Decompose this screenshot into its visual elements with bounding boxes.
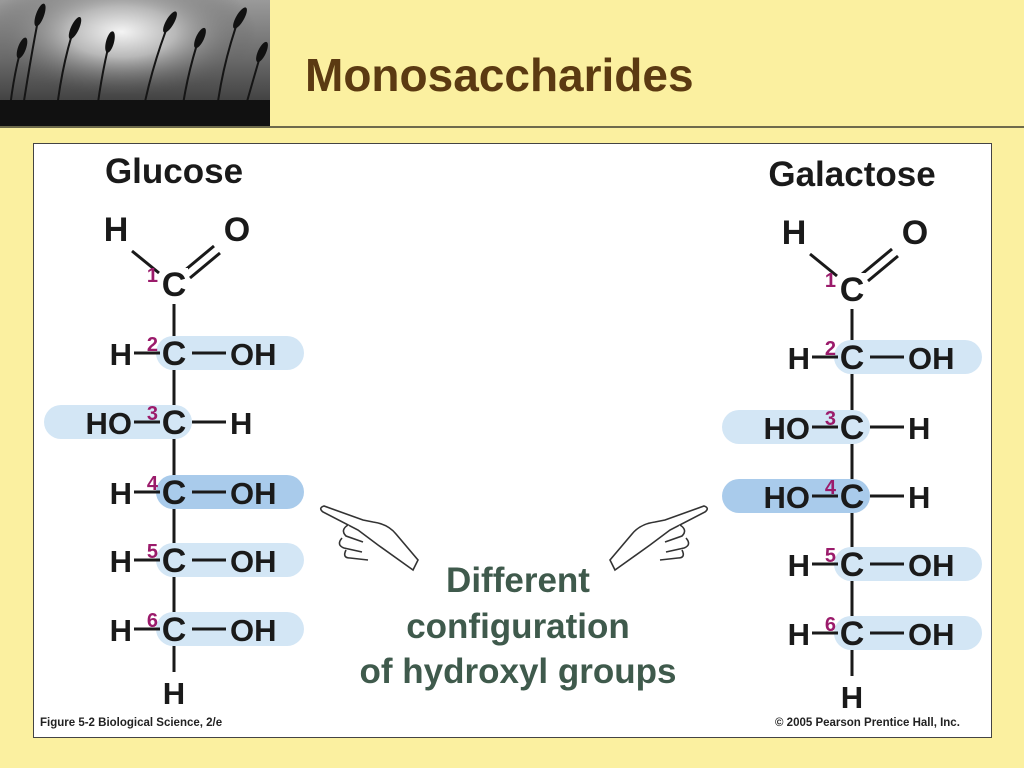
- glucose-name-label: Glucose: [105, 152, 243, 191]
- right-pointing-hand-icon: [609, 505, 709, 572]
- galactose-carbon-number-5: 5: [825, 545, 836, 567]
- galactose-c6-left-group: H: [788, 617, 810, 652]
- galactose-carbon-number-3: 3: [825, 408, 836, 430]
- figure-caption: Figure 5-2 Biological Science, 2/e: [40, 717, 223, 729]
- galactose-c3-right-group: H: [908, 411, 930, 446]
- galactose-highlight-c3: [722, 410, 870, 444]
- glucose-carbon-number-1: 1: [147, 265, 158, 287]
- glucose-carbon-2: C: [162, 335, 187, 373]
- galactose-highlight-c2: [834, 340, 982, 374]
- header-divider: [0, 126, 1024, 128]
- galactose-carbon-number-6: 6: [825, 614, 836, 636]
- glucose-c3-left-group: HO: [86, 406, 133, 441]
- glucose-c2-right-group: OH: [230, 337, 277, 372]
- glucose-highlight-c5: [156, 543, 304, 577]
- galactose-bond-h-c1: [809, 252, 838, 278]
- glucose-carbon-4: C: [162, 474, 187, 512]
- left-pointing-hand-icon: [319, 505, 419, 572]
- glucose-c5-left-group: H: [110, 544, 132, 579]
- galactose-aldehyde-h: H: [782, 214, 807, 252]
- slide-title: Monosaccharides: [305, 49, 694, 101]
- glucose-c4-right-group: OH: [230, 476, 277, 511]
- galactose-highlight-c5: [834, 547, 982, 581]
- glucose-carbon-number-4: 4: [147, 473, 159, 495]
- glucose-bond-h-c1: [131, 249, 160, 275]
- note-line-1: Different: [446, 561, 590, 600]
- galactose-c3-left-group: HO: [764, 411, 811, 446]
- glucose-carbon-number-2: 2: [147, 334, 158, 356]
- glucose-carbon-number-5: 5: [147, 541, 158, 563]
- glucose-aldehyde-h: H: [104, 211, 129, 249]
- galactose-name-label: Galactose: [768, 155, 935, 194]
- galactose-carbon-6: C: [840, 615, 865, 653]
- glucose-c5-right-group: OH: [230, 544, 277, 579]
- galactose-carbon-number-2: 2: [825, 338, 836, 360]
- note-line-3: of hydroxyl groups: [360, 652, 677, 691]
- glucose-aldehyde-o: O: [224, 211, 250, 249]
- galactose-c5-right-group: OH: [908, 548, 955, 583]
- galactose-carbon-4: C: [840, 478, 865, 516]
- galactose-highlight-c6: [834, 616, 982, 650]
- glucose-highlight-c3: [44, 405, 192, 439]
- galactose-carbon-5: C: [840, 546, 865, 584]
- galactose-carbon-number-1: 1: [825, 270, 836, 292]
- galactose-carbon-number-4: 4: [825, 477, 837, 499]
- glucose-c2-left-group: H: [110, 337, 132, 372]
- glucose-bond-double-a: [183, 244, 215, 273]
- glucose-c3-right-group: H: [230, 406, 252, 441]
- galactose-carbon-3: C: [840, 409, 865, 447]
- galactose-aldehyde-o: O: [902, 214, 928, 252]
- glucose-carbon-5: C: [162, 542, 187, 580]
- glucose-highlight-c2: [156, 336, 304, 370]
- glucose-c1-mask: [160, 268, 188, 300]
- galactose-c4-right-group: H: [908, 480, 930, 515]
- glucose-highlight-c4: [156, 475, 304, 509]
- galactose-carbon-2: C: [840, 339, 865, 377]
- glucose-carbon-3: C: [162, 404, 187, 442]
- glucose-c6-right-group: OH: [230, 613, 277, 648]
- glucose-c4-left-group: H: [110, 476, 132, 511]
- glucose-carbon-6: C: [162, 611, 187, 649]
- galactose-bond-double-a: [861, 247, 893, 276]
- galactose-c2-right-group: OH: [908, 341, 955, 376]
- galactose-c6-right-group: OH: [908, 617, 955, 652]
- glucose-c6-left-group: H: [110, 613, 132, 648]
- galactose-c4-left-group: HO: [764, 480, 811, 515]
- glucose-highlight-c6: [156, 612, 304, 646]
- galactose-carbon-1: C: [840, 271, 865, 309]
- glucose-carbon-number-6: 6: [147, 610, 158, 632]
- header-wheat-photo: [0, 0, 270, 127]
- glucose-terminal-h: H: [163, 676, 185, 711]
- galactose-bond-double-b: [867, 254, 899, 283]
- galactose-highlight-c4: [722, 479, 870, 513]
- galactose-c5-left-group: H: [788, 548, 810, 583]
- glucose-carbon-1: C: [162, 266, 187, 304]
- copyright-notice: © 2005 Pearson Prentice Hall, Inc.: [775, 717, 960, 729]
- galactose-terminal-h: H: [841, 680, 863, 715]
- glucose-bond-double-b: [189, 251, 221, 280]
- wheat-image: [0, 0, 270, 127]
- note-line-2: configuration: [406, 607, 630, 646]
- galactose-c2-left-group: H: [788, 341, 810, 376]
- galactose-c1-mask: [838, 273, 866, 305]
- glucose-carbon-number-3: 3: [147, 403, 158, 425]
